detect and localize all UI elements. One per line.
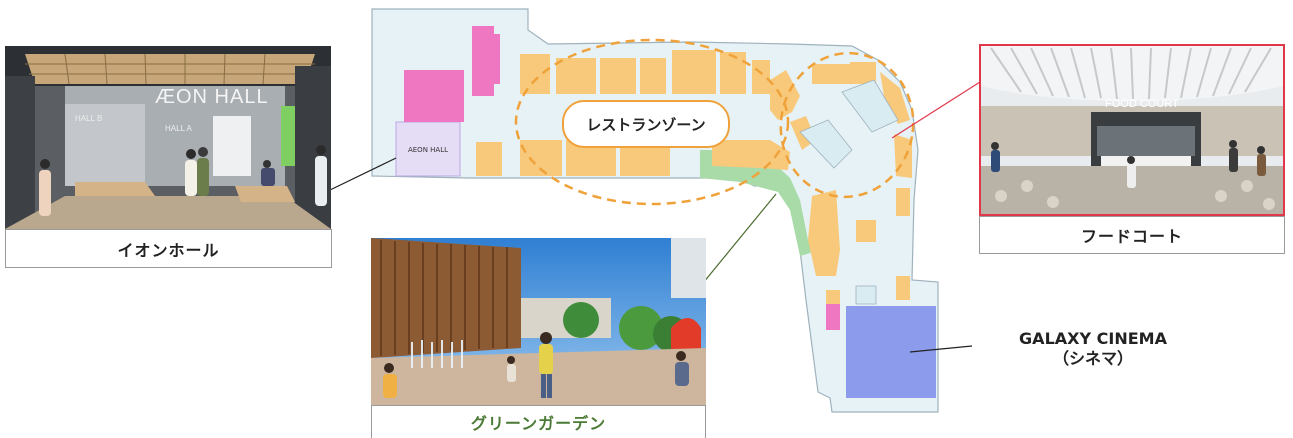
green-garden-caption-text: グリーンガーデン <box>470 414 607 433</box>
food-court-unit <box>812 64 850 84</box>
aeon-hall-photo: ÆON HALL HALL B HALL A <box>5 46 331 229</box>
hall-b-sign: HALL B <box>75 114 103 123</box>
food-court-caption-text: フードコート <box>1080 227 1183 246</box>
hall-a-sign: HALL A <box>165 124 192 133</box>
restaurant-zone-label: レストランゾーン <box>562 100 730 148</box>
pink-unit <box>404 70 464 122</box>
food-court-unit <box>770 70 800 120</box>
restaurant-unit <box>672 50 716 94</box>
cinema-sub: （シネマ） <box>1052 349 1133 368</box>
connector-cinema <box>909 345 973 353</box>
aeon-hall-block <box>395 121 461 177</box>
green-garden-photo <box>371 238 706 406</box>
restaurant-unit <box>600 58 636 94</box>
cinema-label: GALAXY CINEMA （シネマ） <box>986 329 1200 369</box>
corridor-box <box>855 285 877 305</box>
food-court-zone-outline <box>779 51 915 199</box>
food-court-image <box>981 46 1283 214</box>
pink-unit <box>826 304 840 330</box>
aeon-hall-sign: ÆON HALL <box>155 86 269 108</box>
restaurant-unit <box>720 52 746 94</box>
corridor-unit <box>856 220 876 242</box>
food-court-sign: FOOD COURT <box>1105 98 1179 110</box>
aeon-hall-caption: イオンホール <box>5 229 332 268</box>
map-hall-label: AEON HALL <box>408 146 448 154</box>
restaurant-unit <box>640 58 666 94</box>
restaurant-unit <box>556 58 596 94</box>
restaurant-zone-outline <box>514 38 790 206</box>
corridor-unit <box>808 190 840 276</box>
garden-area-map <box>700 150 820 256</box>
corridor-unit <box>896 188 910 216</box>
aeon-hall-caption-text: イオンホール <box>117 240 220 260</box>
food-court-seating <box>841 79 899 133</box>
restaurant-unit <box>752 60 770 94</box>
green-garden-caption: グリーンガーデン <box>371 405 706 438</box>
restaurant-zone-text: レストランゾーン <box>586 115 706 134</box>
food-court-unit <box>850 62 876 84</box>
corridor-unit <box>826 290 840 304</box>
cinema-block <box>846 306 936 398</box>
food-court-photo: FOOD COURT <box>979 44 1285 216</box>
pink-unit <box>486 34 500 84</box>
cinema-name: GALAXY CINEMA <box>1019 329 1167 348</box>
corridor-unit <box>896 276 910 300</box>
food-court-seating <box>799 119 853 169</box>
food-court-unit <box>880 72 910 124</box>
restaurant-unit <box>476 142 502 176</box>
food-court-caption: フードコート <box>979 216 1285 254</box>
connector-food-court <box>891 81 981 139</box>
aeon-hall-image <box>5 46 331 229</box>
connector-aeon-hall <box>329 157 397 191</box>
connector-garden <box>693 193 777 295</box>
green-garden-image <box>371 238 706 406</box>
restaurant-unit <box>520 54 550 94</box>
